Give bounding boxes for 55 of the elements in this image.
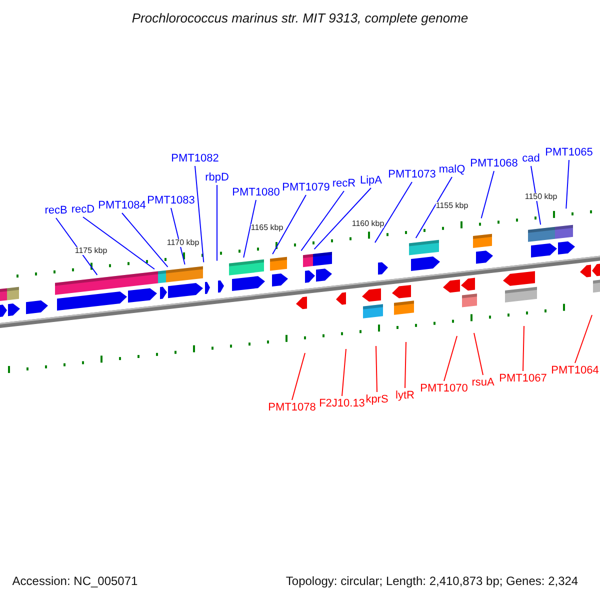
leader-line: [522, 326, 524, 372]
leader-line: [56, 218, 98, 276]
leader-line: [374, 182, 412, 244]
gene-label: PMT1083: [147, 196, 195, 206]
leader-line: [415, 176, 452, 238]
leader-line: [243, 200, 256, 258]
scale-label: 1175 kbp: [74, 247, 108, 255]
leader-line: [566, 160, 570, 210]
leader-line: [342, 348, 346, 396]
gene-label: F2J10.13: [319, 398, 365, 410]
scale-label: 1150 kbp: [524, 193, 558, 201]
scale-label: 1155 kbp: [436, 202, 468, 210]
footer-text: Topology: circular; Length: 2,410,873 bp; Genes: 2,324: [286, 575, 578, 587]
gene-label: PMT1084: [98, 200, 146, 212]
scale-label: 1170 kbp: [166, 239, 200, 247]
title: Prochlorococcus marinus str. MIT 9313, complete genome: [132, 12, 468, 24]
leader-line: [530, 166, 542, 226]
gene-label: recB: [44, 206, 68, 216]
gene-label: PMT1079: [282, 182, 330, 194]
scale-label: 1165 kbp: [250, 224, 284, 232]
gene-label: PMT1078: [268, 402, 316, 414]
gene-label: malQ: [438, 164, 466, 176]
gene-label: PMT1070: [420, 384, 468, 394]
gene-label: rbpD: [205, 172, 229, 184]
gene-label: PMT1067: [499, 374, 547, 384]
leader-line: [272, 194, 306, 255]
leader-line: [300, 190, 344, 252]
leader-line: [292, 352, 306, 400]
leader-line: [194, 166, 204, 263]
leader-line: [314, 188, 372, 250]
gene-label: cad: [522, 154, 540, 164]
leader-line: [122, 212, 168, 268]
gene-label: recD: [71, 204, 95, 216]
leader-line: [574, 314, 592, 364]
gene-label: kprS: [366, 394, 388, 406]
gene-label: PMT1065: [545, 148, 593, 158]
leader-line: [444, 336, 458, 382]
gene-label: PMT1080: [232, 188, 280, 198]
leader-line: [404, 342, 406, 388]
footer-text: Accession: NC_005071: [12, 575, 138, 587]
leader-line: [480, 170, 494, 219]
gene-label: PMT1082: [171, 154, 219, 164]
gene-label: PMT1068: [470, 158, 518, 170]
leader-line: [170, 208, 186, 265]
gene-label: recR: [332, 178, 356, 190]
leader-line: [376, 346, 378, 392]
gene-label: PMT1064: [551, 366, 599, 376]
gene-label: rsuA: [472, 378, 494, 388]
scale-label: 1160 kbp: [352, 220, 384, 228]
gene-label: PMT1073: [388, 170, 436, 180]
leader-line: [82, 216, 155, 270]
leader-line: [216, 184, 218, 262]
gene-label: lytR: [396, 390, 414, 402]
gene-label: LipA: [360, 176, 382, 186]
leader-line: [474, 332, 484, 376]
